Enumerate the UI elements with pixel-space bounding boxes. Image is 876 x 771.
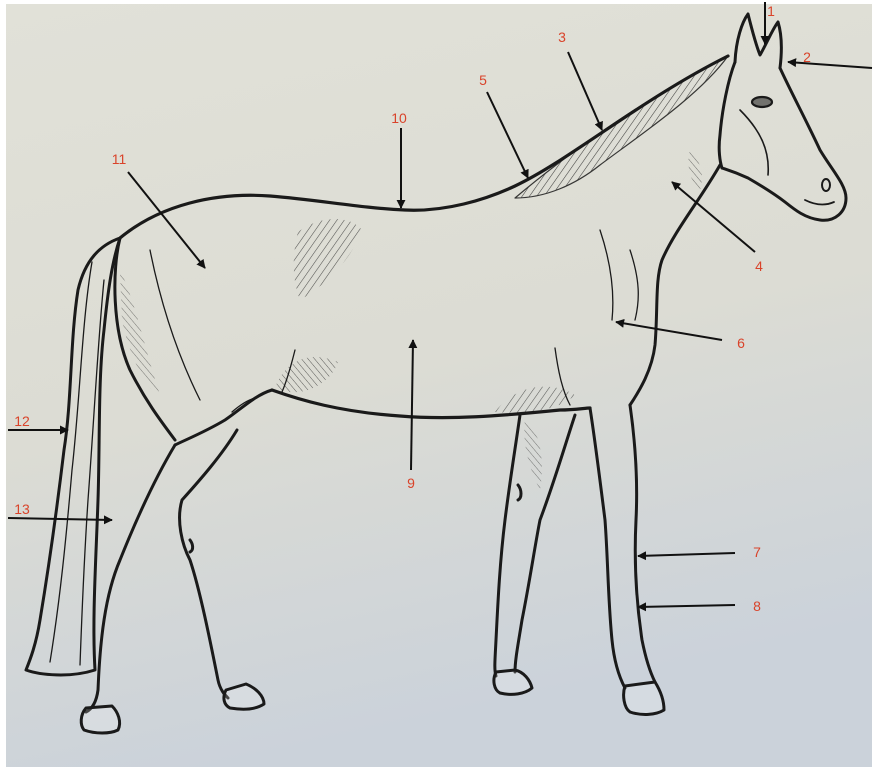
label-13: 13 xyxy=(14,502,30,516)
label-6: 6 xyxy=(737,336,745,350)
fore-hoof-near xyxy=(624,682,664,714)
label-4: 4 xyxy=(755,259,763,273)
label-3: 3 xyxy=(558,30,566,44)
label-11: 11 xyxy=(112,152,127,166)
paper-sheet xyxy=(6,4,872,767)
label-9: 9 xyxy=(407,476,415,490)
label-5: 5 xyxy=(479,73,487,87)
label-1: 1 xyxy=(767,4,775,18)
label-2: 2 xyxy=(803,50,811,64)
label-10: 10 xyxy=(391,111,407,125)
label-7: 7 xyxy=(753,545,761,559)
eye xyxy=(752,97,772,107)
label-12: 12 xyxy=(14,414,30,428)
label-8: 8 xyxy=(753,599,761,613)
hind-hoof-near xyxy=(81,706,119,733)
